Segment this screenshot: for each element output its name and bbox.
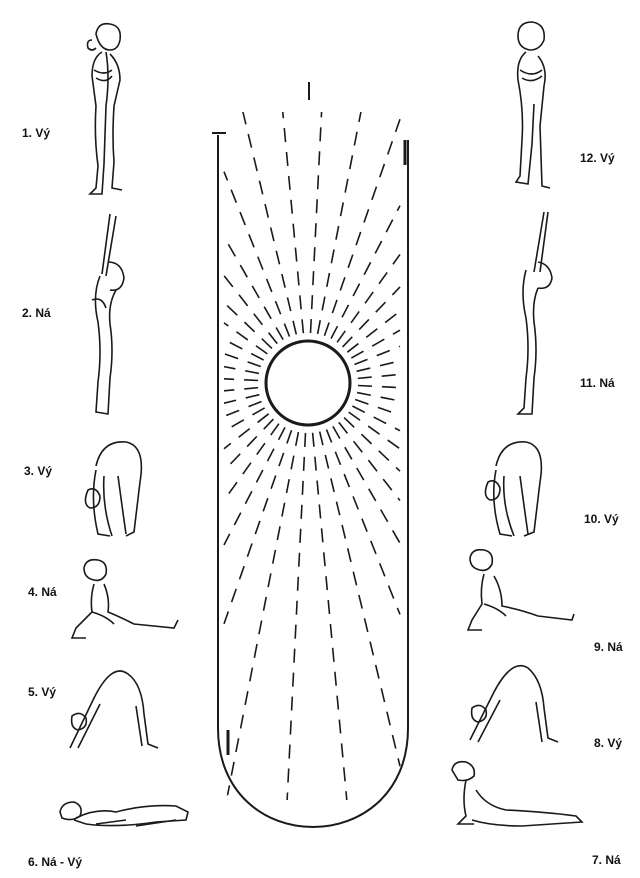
sun-ray <box>224 388 258 391</box>
sun-ray <box>357 393 400 401</box>
pose-1-label: 1. Vý <box>22 126 50 140</box>
pose-6-figure <box>60 802 188 826</box>
pose-8-label: 8. Vý <box>594 736 622 750</box>
pose-11-figure <box>518 212 552 414</box>
sun-ray <box>224 408 265 431</box>
pose-10-label: 10. Vý <box>584 512 619 526</box>
sun-ray <box>224 237 283 340</box>
sun-ray <box>224 379 258 381</box>
sun-ray <box>352 406 400 431</box>
pose-12-label: 12. Vý <box>580 151 615 165</box>
sun-ray <box>355 399 400 415</box>
pose-2-figure <box>92 214 124 414</box>
sun-ray <box>224 323 267 354</box>
pose-7-label: 7. Ná <box>592 853 621 867</box>
sun-ray <box>224 414 269 449</box>
sun-ray <box>287 433 305 800</box>
sun-ray <box>224 401 262 416</box>
sun-ray <box>224 395 259 403</box>
pose-9-figure <box>468 550 574 630</box>
sun-rays <box>224 112 400 800</box>
sun-ray <box>224 419 273 471</box>
pose-8-figure <box>470 666 558 742</box>
sun-ray <box>224 427 285 545</box>
pose-3-label: 3. Vý <box>24 464 52 478</box>
sun-ray <box>344 418 400 472</box>
sun-ray <box>243 112 296 334</box>
sun-ray <box>358 385 400 387</box>
pose-10-figure <box>485 442 541 536</box>
sun-ray <box>224 303 272 349</box>
pose-5-figure <box>70 671 158 748</box>
sun-ray <box>228 432 299 795</box>
sun-ray <box>224 339 264 360</box>
sun-ray <box>357 361 400 371</box>
u-shaped-frame <box>218 135 408 827</box>
sun-ray <box>358 374 400 378</box>
sun-ray <box>318 112 361 334</box>
pose-4-label: 4. Ná <box>28 585 57 599</box>
sun-disc <box>266 341 350 425</box>
pose-5-label: 5. Vý <box>28 685 56 699</box>
sun-ray <box>320 432 400 767</box>
pose-11-label: 11. Ná <box>580 376 615 390</box>
sun-ray <box>313 433 347 800</box>
pose-12-figure <box>516 22 550 188</box>
pose-1-figure <box>88 24 123 194</box>
sun-icon <box>224 112 400 800</box>
pose-3-figure <box>85 442 141 536</box>
pose-2-label: 2. Ná <box>22 306 51 320</box>
pose-9-label: 9. Ná <box>594 640 623 654</box>
sun-ray <box>326 429 400 614</box>
sun-ray <box>310 112 321 333</box>
sun-ray <box>283 112 304 333</box>
sun-ray <box>224 367 259 374</box>
pose-7-figure <box>452 762 582 826</box>
pose-4-figure <box>72 560 178 638</box>
pose-6-label: 6. Ná - Vý <box>28 855 82 869</box>
